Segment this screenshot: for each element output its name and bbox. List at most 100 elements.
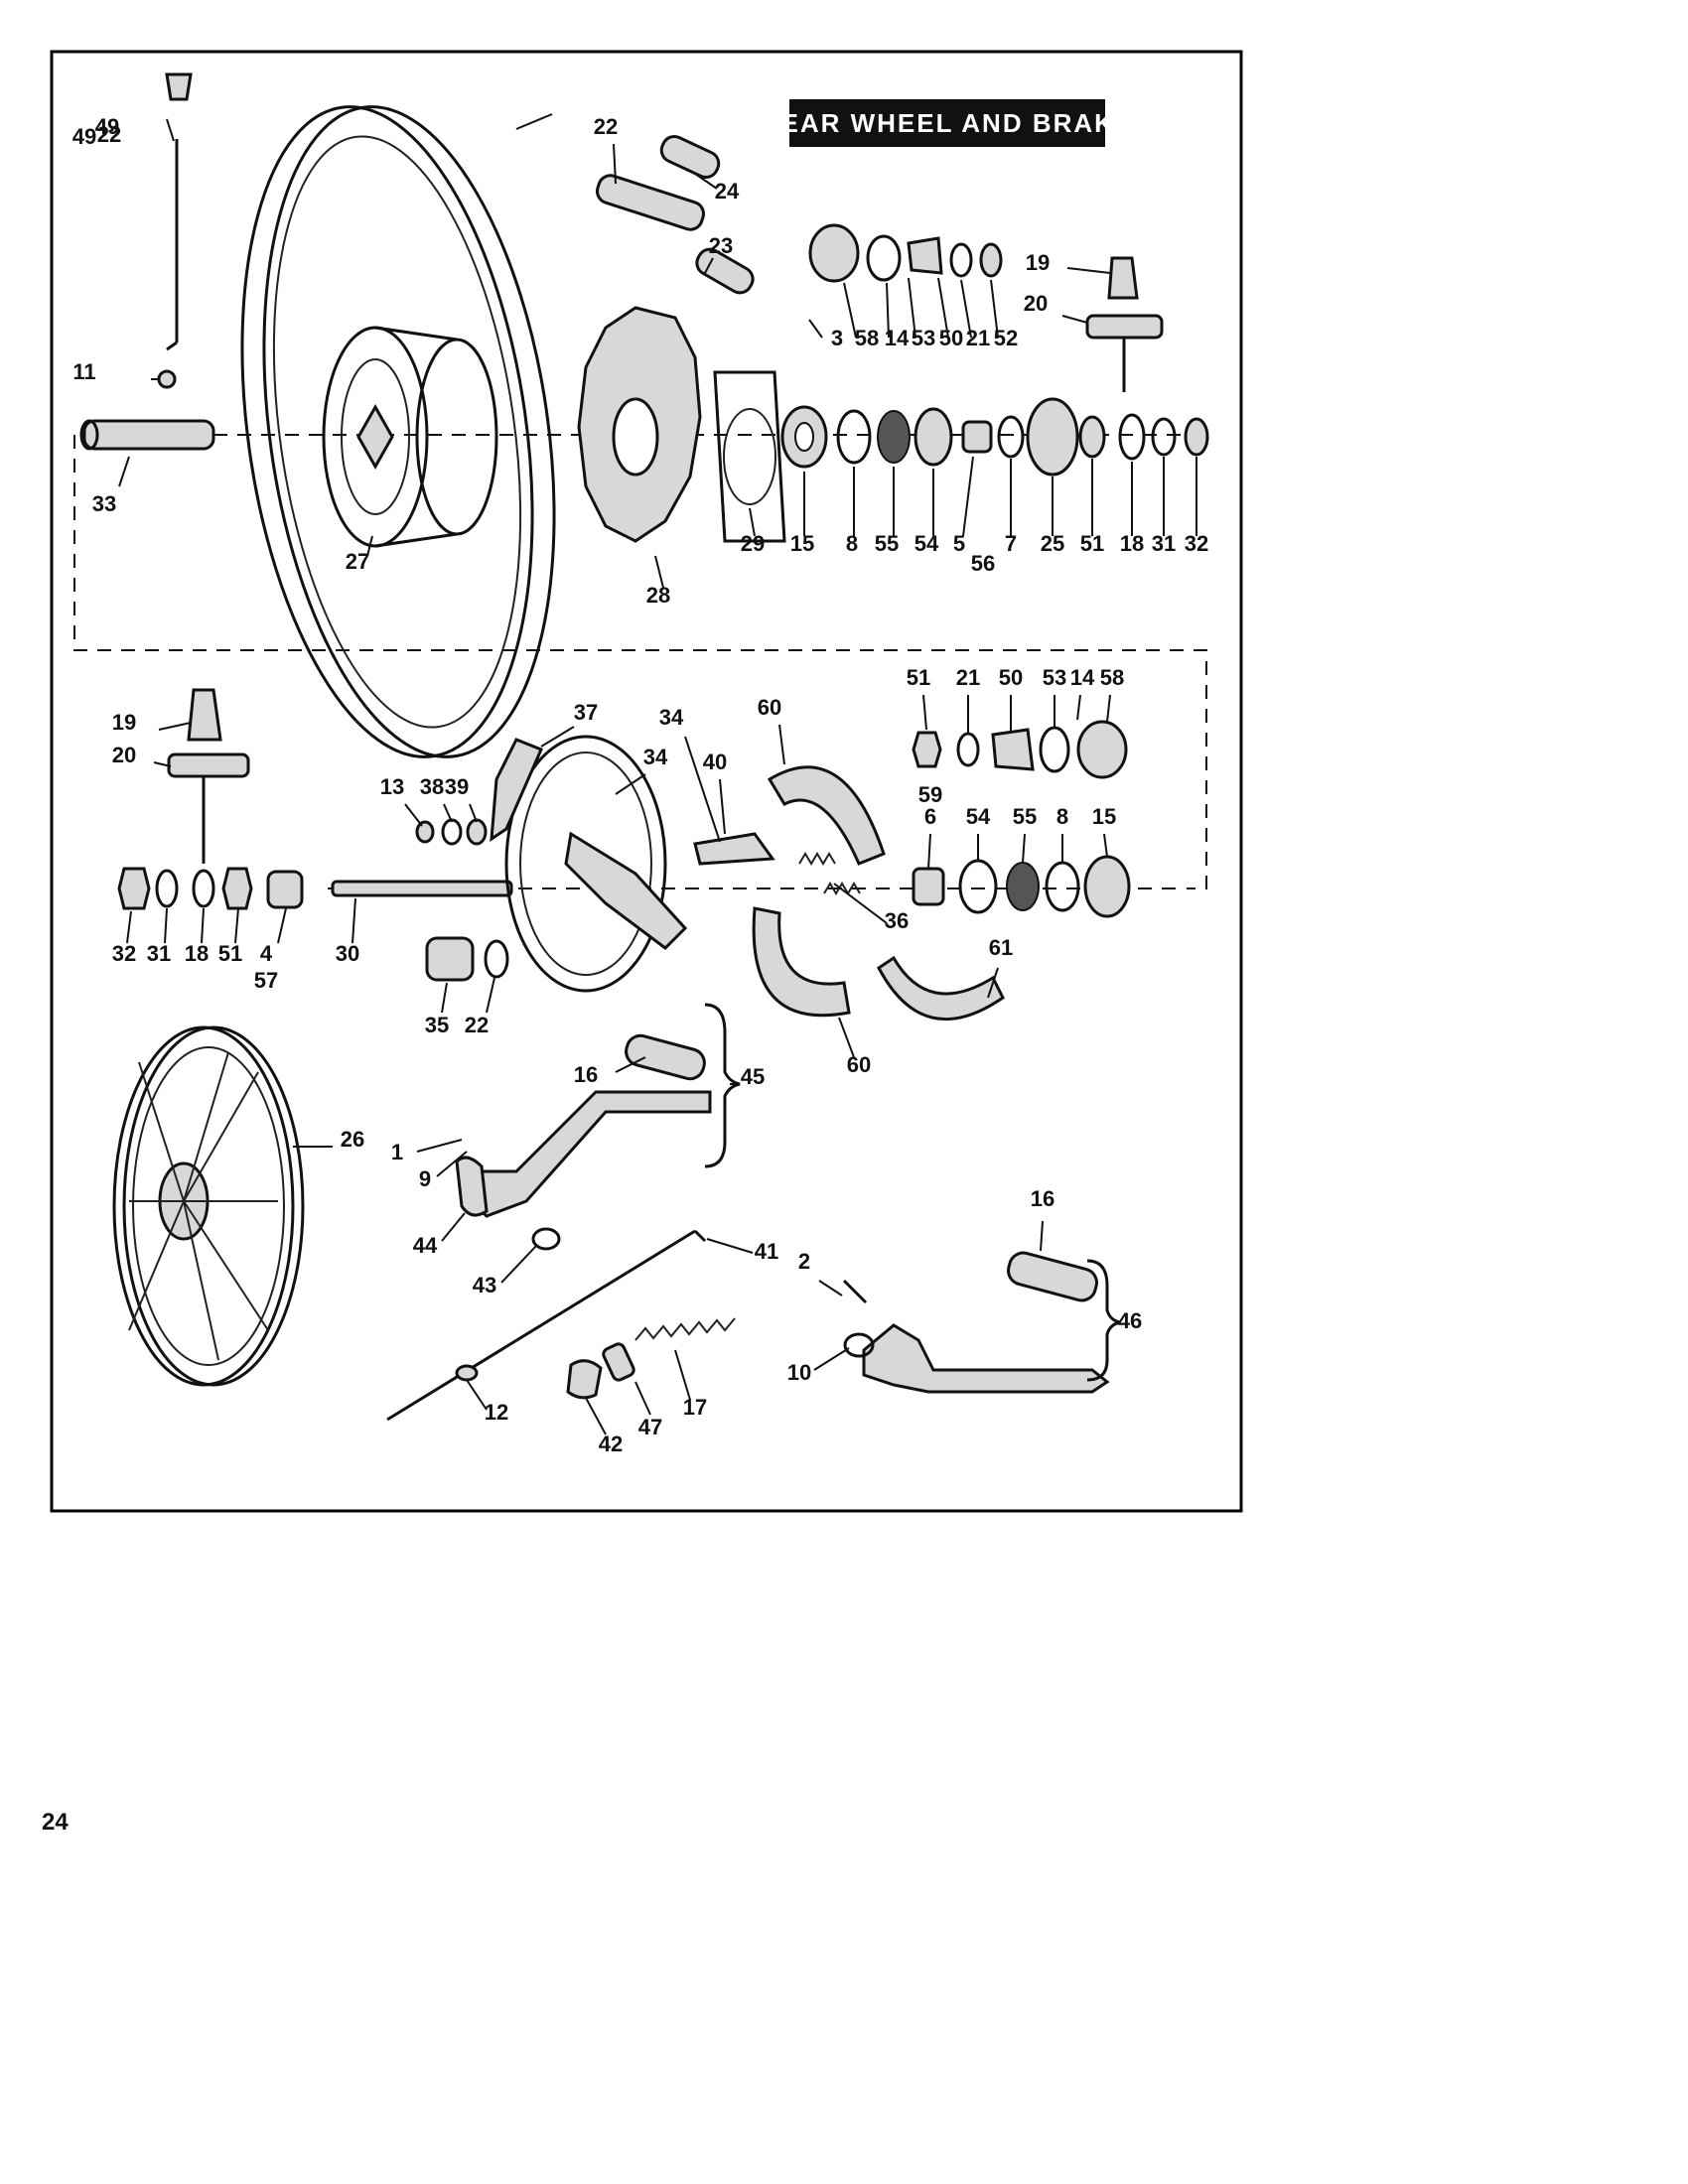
callout-leader-line [634, 1381, 651, 1416]
callout-number: 44 [413, 1233, 438, 1258]
clevis-47 [602, 1342, 635, 1382]
callout-number: 21 [966, 326, 990, 350]
spoke-and-nipple [165, 72, 193, 351]
callout-leader-line [749, 507, 756, 537]
callout-number: 52 [994, 326, 1018, 350]
callout-number: 32 [112, 941, 136, 966]
callout-number: 22 [465, 1013, 489, 1037]
callout-leader-line [443, 803, 453, 823]
callout-number: 51 [1080, 531, 1104, 556]
drive-chain-links [595, 134, 755, 295]
callout-leader-line [404, 803, 423, 827]
callout-leader-line [153, 761, 172, 767]
brake-shoes [752, 765, 886, 1018]
callout-leader-line [922, 694, 927, 731]
axle-spacer [79, 419, 215, 451]
callout-number: 19 [112, 710, 136, 735]
brake-pedal-assembly [455, 1033, 712, 1218]
callout-leader-line [694, 173, 718, 190]
upper-spacer-parts [808, 223, 1003, 283]
callout-leader-line [962, 456, 974, 537]
callout-number: 57 [254, 968, 278, 993]
callout-number: 43 [473, 1273, 496, 1297]
callout-number: 3 [831, 326, 843, 350]
callout-number: 39 [445, 774, 469, 799]
callout-number: 11 [72, 359, 95, 384]
callout-number: 22 [97, 122, 121, 147]
callout-number: 16 [574, 1062, 598, 1087]
rear-sprocket [577, 306, 702, 543]
callout-leader-line [818, 1280, 843, 1297]
callout-number: 46 [1118, 1308, 1142, 1333]
callout-leader-line [704, 257, 714, 274]
callout-number: 1 [391, 1140, 403, 1164]
callout-leader-line [126, 910, 132, 944]
callout-leader-line [987, 967, 999, 999]
axle-alignment-line [73, 435, 1207, 889]
callout-leader-line [158, 722, 192, 731]
callout-leader-line [674, 1349, 691, 1401]
callout-number: 18 [185, 941, 209, 966]
callout-number: 41 [755, 1239, 778, 1264]
callout-leader-line [1040, 1220, 1044, 1252]
brake-lever-37 [490, 738, 543, 842]
callout-leader-line [990, 279, 999, 339]
callout-number: 59 [918, 782, 942, 807]
callout-leader-line [585, 1397, 607, 1435]
callout-number: 36 [885, 908, 909, 933]
callout-leader-line [164, 907, 168, 944]
callout-leader-line [937, 277, 949, 339]
callout-number: 13 [380, 774, 404, 799]
callout-leader-line [808, 319, 823, 339]
kick-pedal-assembly [862, 1251, 1110, 1394]
callout-number: 55 [875, 531, 899, 556]
callout-leader-line [1022, 833, 1026, 864]
callout-leader-line [277, 907, 287, 944]
callout-leader-line [886, 282, 890, 339]
callout-number: 50 [999, 665, 1023, 690]
callout-number: 22 [594, 114, 618, 139]
callout-number: 17 [683, 1395, 707, 1420]
callout-leader-line [500, 1245, 537, 1284]
brake-cam [693, 832, 775, 866]
return-spring [634, 1317, 736, 1341]
callout-number: 45 [741, 1064, 765, 1089]
rear-wheel-hub [322, 326, 498, 548]
pin-42 [566, 1359, 603, 1400]
brake-backing-plate [504, 735, 688, 993]
callout-number: 34 [643, 745, 668, 769]
callout-number: 31 [147, 941, 171, 966]
callout-leader-line [540, 726, 575, 748]
callout-number: 35 [425, 1013, 449, 1037]
callout-leader-line [466, 1379, 488, 1411]
pedal-group-brace-45 [704, 1003, 741, 1168]
callout-leader-line [366, 535, 373, 557]
callout-number: 14 [885, 326, 910, 350]
callout-leader-line [234, 907, 239, 944]
callout-leader-line [908, 277, 916, 339]
callout-number: 12 [485, 1400, 508, 1425]
callout-number: 10 [787, 1360, 811, 1385]
callout-number: 2 [798, 1249, 810, 1274]
brake-side-spacer-parts [912, 720, 1128, 779]
callout-number: 61 [989, 935, 1013, 960]
callout-leader-line [719, 778, 726, 835]
washer-43 [531, 1227, 561, 1251]
callout-number: 6 [924, 804, 936, 829]
callout-leader-line [1076, 694, 1081, 721]
callout-number: 50 [939, 326, 963, 350]
callout-number: 8 [846, 531, 858, 556]
callout-number: 51 [907, 665, 930, 690]
callout-leader-line [1061, 315, 1088, 324]
callout-number: 40 [703, 750, 727, 774]
callout-number: 60 [758, 695, 781, 720]
callout-number: 58 [855, 326, 879, 350]
callout-leader-line [813, 1347, 850, 1371]
callout-number: 21 [956, 665, 980, 690]
callout-number: 5 [953, 531, 965, 556]
rear-axle-assembly [117, 867, 513, 910]
callout-leader-line [838, 1017, 855, 1058]
callout-number: 27 [346, 549, 369, 574]
callout-leader-line [166, 118, 175, 142]
